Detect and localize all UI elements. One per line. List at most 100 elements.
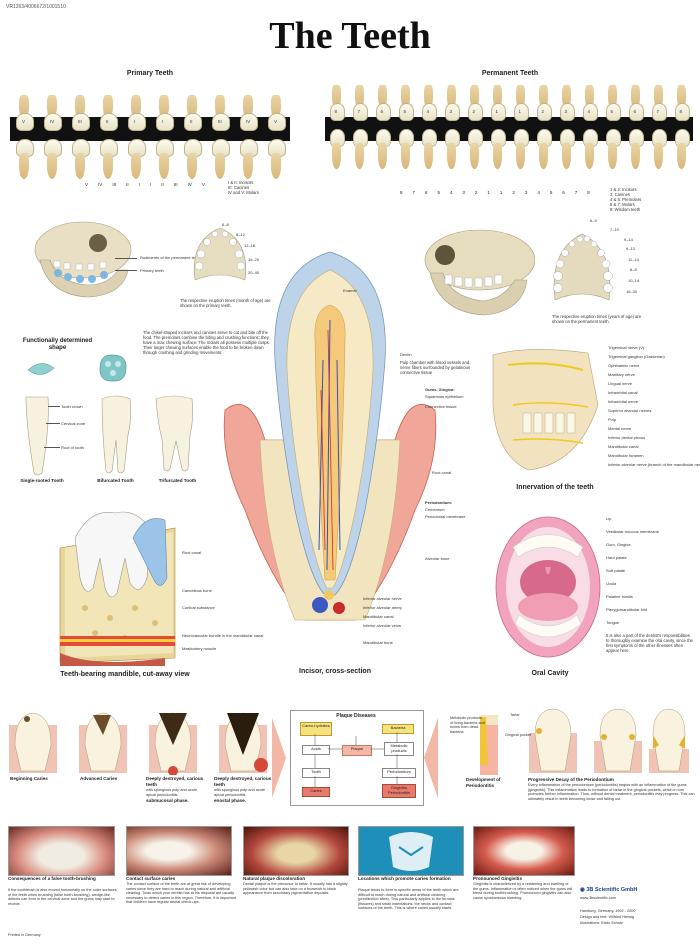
callout-label: Pterygomandibular fold [606, 607, 648, 612]
upper-tooth-number: II [190, 119, 193, 124]
upper-tooth [628, 103, 645, 121]
tooth-number-label: 7 [574, 190, 578, 195]
eruption-label: 16–30 [626, 289, 638, 294]
upper-tooth [605, 103, 622, 121]
upper-tooth-number: 5 [610, 109, 614, 114]
box-acids: Acids [302, 745, 330, 755]
caries-stage-3-text: with spongious pulp and acute apical per… [146, 788, 198, 797]
primary-legend: I & II: Incisors III: Canines IV and V: … [228, 180, 288, 195]
label-cortical-substance: Cortical substance [182, 605, 215, 610]
lower-tooth-root [677, 143, 686, 169]
upper-tooth-number: 3 [449, 109, 453, 114]
eruption-label: 6–8 [630, 267, 637, 272]
callout-label: Hard palate [606, 555, 627, 560]
tooth-number-label: III [112, 182, 117, 187]
label-inferior-alveolar-artery: Inferior alveolar artery [363, 605, 402, 610]
upper-tooth-number: 6 [380, 109, 384, 114]
callout-label: Vestibular mucous membrane [606, 529, 659, 534]
root-types-illustration [25, 395, 193, 476]
callout-label: Maxillary nerve [608, 372, 635, 377]
upper-tooth-root [186, 95, 198, 119]
lower-tooth-root [424, 143, 433, 169]
periodontal-illustration [480, 708, 689, 775]
plaque-diagram-arrows [272, 718, 438, 798]
callout-label: Inferior dental plexus [608, 435, 646, 440]
legend-item: 6 & 7: Molars [610, 202, 635, 207]
upper-tooth-root [447, 85, 456, 109]
lower-tooth-root [102, 153, 114, 179]
label-primary-teeth: Primary teeth [140, 268, 164, 273]
label-gingival-pocket: Gingival pocket [505, 733, 531, 737]
lower-tooth-root [270, 153, 282, 179]
primary-teeth-title: Primary Teeth [126, 70, 174, 77]
tooth-number-label: 7 [412, 190, 415, 195]
page-title: The Teeth [269, 15, 431, 57]
label-dentin: Dentin [400, 352, 412, 357]
callout-label: Palatine tonsils [606, 594, 633, 599]
callout-label: Tongue [606, 620, 620, 625]
label-cervical-zone: Cervical zone [61, 421, 86, 426]
legend-item: 1 & 2: Incisors [610, 187, 637, 192]
tooth-number-label: IV [187, 182, 192, 187]
mandible-cutaway-illustration [59, 511, 176, 666]
upper-tooth [582, 103, 599, 121]
upper-tooth-root [401, 85, 410, 109]
label-masticatory-muscle: Masticatory muscle [182, 646, 217, 651]
caries-stage-3-title: Deeply destroyed, carious teeth [146, 776, 204, 787]
upper-tooth [352, 103, 369, 121]
upper-tooth [43, 113, 63, 131]
legend-item: I & II: Incisors [228, 180, 254, 185]
upper-tooth-number: III [78, 119, 82, 124]
upper-tooth [536, 103, 553, 121]
upper-tooth-root [355, 85, 364, 109]
tooth-number-label: I [138, 182, 140, 187]
tooth-number-label: IV [98, 182, 103, 187]
label-root-canal: Root canal [432, 470, 452, 475]
lower-tooth-root [74, 153, 86, 179]
adult-palate-illustration [553, 233, 613, 301]
upper-tooth-root [46, 95, 58, 119]
upper-tooth [421, 103, 438, 121]
caries-stage-3-tail: submucosal phase. [146, 798, 189, 803]
lower-tooth-root [493, 143, 502, 169]
tooth-number-label: I [149, 182, 152, 187]
photo-5-text: Gingivitis is characterized by a reddeni… [473, 882, 573, 900]
eruption-label: 9–14 [624, 237, 633, 242]
label-squamous: Squamous epithelium [425, 394, 464, 399]
upper-tooth-root [18, 95, 30, 119]
upper-tooth [329, 103, 346, 121]
upper-tooth-root [516, 85, 525, 109]
brand-url: www.3bscientific.com [580, 896, 617, 900]
upper-tooth [155, 113, 175, 131]
upper-tooth [183, 113, 203, 131]
tooth-number-label: 4 [449, 190, 453, 195]
callout-label: Pulp [608, 417, 617, 422]
upper-tooth-number: 1 [518, 109, 522, 114]
bifurcated-caption: Bifurcated Tooth [97, 478, 134, 483]
upper-tooth-root [158, 95, 170, 119]
permanent-eruption-note: The respective eruption times (years of … [552, 314, 642, 324]
lower-tooth-root [539, 143, 548, 169]
label-mandibular-bone: Mandibular bone [363, 640, 393, 645]
upper-tooth-root [562, 85, 571, 109]
upper-tooth-root [130, 95, 142, 119]
incisor-title: Incisor, cross-section [299, 668, 371, 675]
upper-tooth-root [677, 85, 686, 109]
label-tooth-crown: Tooth crown [61, 404, 83, 409]
upper-tooth [467, 103, 484, 121]
upper-tooth-number: 4 [587, 109, 591, 114]
tooth-number-label: V [85, 182, 89, 187]
upper-tooth [375, 103, 392, 121]
upper-tooth-root [539, 85, 548, 109]
eruption-label: 7–10 [610, 227, 619, 232]
box-periodontium: Periodontium [382, 768, 416, 778]
permanent-legend: 1 & 2: Incisors 3: Canines 4 & 5: Premol… [610, 187, 690, 212]
upper-tooth [15, 113, 35, 131]
lower-tooth-root [242, 153, 254, 179]
legend-item: IV and V: Molars [228, 190, 259, 195]
callout-label: Superior alveolar nerves [608, 408, 652, 413]
upper-tooth-root [654, 85, 663, 109]
label-neurovascular-bundle: Neurovascular bundle in the mandibular c… [182, 633, 264, 638]
caries-locations-icon [389, 832, 433, 871]
